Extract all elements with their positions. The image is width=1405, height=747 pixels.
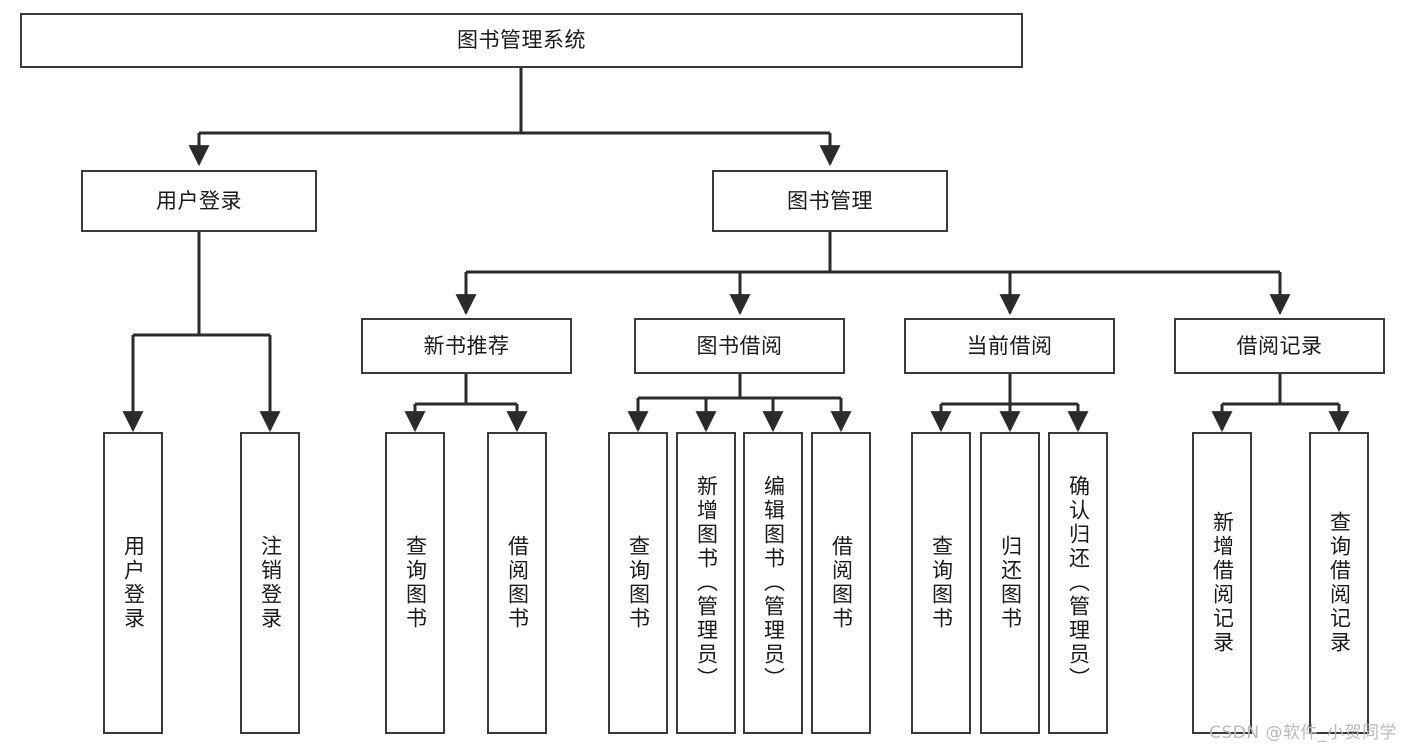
- node-book-management[interactable]: 图书管理: [712, 170, 948, 232]
- node-current-borrowing[interactable]: 当前借阅: [904, 318, 1115, 374]
- node-label: 图书管理系统: [457, 28, 586, 52]
- csdn-watermark: CSDN @软件_小贺同学: [1209, 723, 1397, 743]
- node-borrowing-records[interactable]: 借阅记录: [1174, 318, 1385, 374]
- leaf-bb-query-book[interactable]: 查询图书: [608, 432, 668, 734]
- node-label: 查询图书: [403, 535, 428, 631]
- node-label: 借阅图书: [505, 535, 530, 631]
- node-label: 查询图书: [626, 535, 651, 631]
- node-label: 归还图书: [998, 535, 1023, 631]
- node-label: 用户登录: [121, 535, 146, 631]
- leaf-bb-add-book-admin[interactable]: 新增图书（管理员）: [676, 432, 736, 734]
- leaf-nbr-borrow-book[interactable]: 借阅图书: [487, 432, 547, 734]
- leaf-bb-borrow-book[interactable]: 借阅图书: [811, 432, 871, 734]
- node-label: 新增图书（管理员）: [694, 475, 719, 691]
- node-label: 查询图书: [929, 535, 954, 631]
- leaf-user-login[interactable]: 用户登录: [103, 432, 163, 734]
- node-label: 借阅图书: [829, 535, 854, 631]
- leaf-cb-confirm-return-admin[interactable]: 确认归还（管理员）: [1048, 432, 1108, 734]
- node-label: 编辑图书（管理员）: [761, 475, 786, 691]
- node-label: 当前借阅: [966, 333, 1053, 358]
- node-label: 图书管理: [787, 188, 873, 213]
- leaf-cb-query-book[interactable]: 查询图书: [911, 432, 971, 734]
- node-label: 新书推荐: [423, 333, 510, 358]
- node-book-borrowing[interactable]: 图书借阅: [634, 318, 845, 374]
- leaf-user-logout[interactable]: 注销登录: [240, 432, 300, 734]
- leaf-br-query-record[interactable]: 查询借阅记录: [1309, 432, 1369, 734]
- leaf-br-add-record[interactable]: 新增借阅记录: [1192, 432, 1252, 734]
- node-new-book-recommendation[interactable]: 新书推荐: [361, 318, 572, 374]
- node-label: 新增借阅记录: [1210, 511, 1235, 655]
- leaf-nbr-query-book[interactable]: 查询图书: [385, 432, 445, 734]
- node-user-login[interactable]: 用户登录: [81, 170, 317, 232]
- node-root-book-management-system[interactable]: 图书管理系统: [20, 13, 1023, 68]
- node-label: 查询借阅记录: [1327, 511, 1352, 655]
- leaf-bb-edit-book-admin[interactable]: 编辑图书（管理员）: [743, 432, 803, 734]
- node-label: 用户登录: [156, 188, 242, 213]
- node-label: 确认归还（管理员）: [1066, 475, 1091, 691]
- node-label: 注销登录: [258, 535, 283, 631]
- leaf-cb-return-book[interactable]: 归还图书: [980, 432, 1040, 734]
- node-label: 借阅记录: [1236, 333, 1323, 358]
- node-label: 图书借阅: [696, 333, 783, 358]
